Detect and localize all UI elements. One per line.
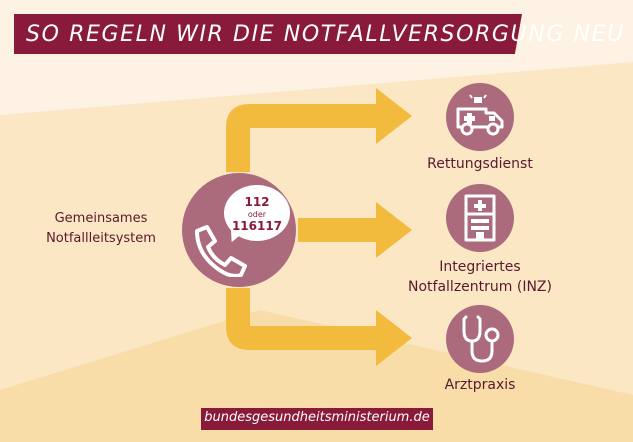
arrow-to-inz	[298, 202, 412, 258]
center-label-line2: Notfallleitsystem	[46, 231, 156, 246]
title-banner	[14, 14, 522, 54]
number-116117: 116117	[231, 219, 283, 233]
inz-label-line2: Notfallzentrum (INZ)	[408, 279, 552, 295]
number-separator: oder	[247, 210, 267, 219]
arrow-to-arztpraxis	[226, 288, 412, 366]
center-label-line1: Gemeinsames	[54, 211, 148, 226]
rettungsdienst-label: Rettungsdienst	[427, 156, 533, 172]
rettungsdienst-circle	[446, 83, 514, 151]
ambulance-icon	[456, 94, 504, 136]
number-112: 112	[244, 195, 270, 209]
inz-label-line1: Integriertes	[439, 259, 521, 275]
center-label: Gemeinsames Notfallleitsystem	[30, 209, 172, 249]
footer-url[interactable]: bundesgesundheitsministerium.de	[204, 410, 430, 425]
arztpraxis-circle	[446, 305, 514, 373]
arztpraxis-label: Arztpraxis	[444, 377, 516, 393]
speech-bubble	[224, 185, 290, 241]
inz-circle	[446, 184, 514, 252]
hospital-icon	[464, 194, 496, 242]
inz-label: Integriertes Notfallzentrum (INZ)	[400, 257, 560, 297]
arrow-to-rettungsdienst	[226, 88, 412, 172]
page-title: SO REGELN WIR DIE NOTFALLVERSORGUNG NEU	[26, 22, 625, 47]
stethoscope-icon	[462, 315, 500, 363]
footer-banner	[201, 408, 433, 430]
phone-icon	[195, 225, 247, 277]
